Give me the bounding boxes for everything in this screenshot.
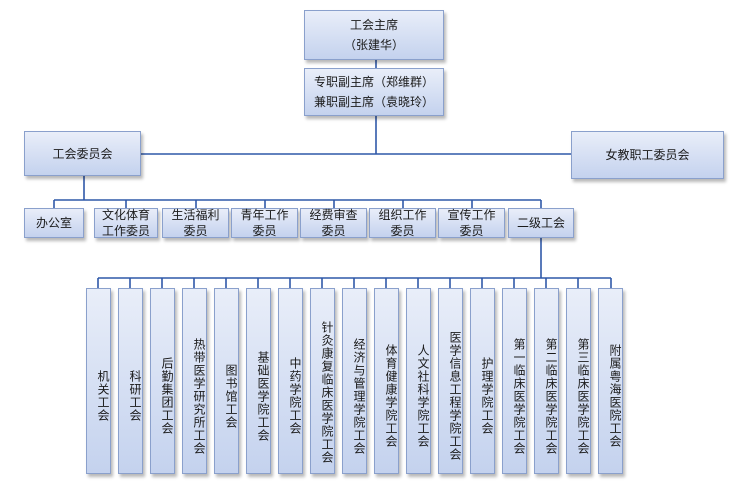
dept-culture-sports: 文化体育 工作委员: [94, 208, 158, 238]
union-label: 基础医学院工会: [256, 350, 270, 442]
dept-publicity: 宣传工作 委员: [438, 208, 505, 238]
committee-box: 工会委员会: [24, 131, 141, 176]
dept-youth: 青年工作 委员: [231, 208, 298, 238]
union-label: 体育健康学院工会: [384, 344, 398, 448]
union-label: 后勤集团工会: [160, 357, 174, 435]
union-box: 护理学院工会: [470, 288, 495, 474]
union-box: 基础医学院工会: [246, 288, 271, 474]
dept-label-sub: 委员: [321, 224, 346, 238]
women-committee-box: 女教职工委员会: [571, 131, 724, 179]
union-label: 第一临床医学院工会: [512, 337, 526, 455]
union-box: 中药学院工会: [278, 288, 303, 474]
committee-label: 工会委员会: [52, 146, 113, 161]
dept-label: 办公室: [35, 216, 72, 230]
union-label: 附属粤海医院工会: [608, 344, 622, 448]
union-box: 针灸康复临床医学院工会: [310, 288, 335, 474]
union-label: 中药学院工会: [288, 357, 302, 435]
union-label: 第三临床医学院工会: [576, 337, 590, 455]
dept-welfare: 生活福利 委员: [162, 208, 229, 238]
union-label: 经济与管理学院工会: [352, 337, 366, 455]
dept-organization: 组织工作 委员: [369, 208, 436, 238]
union-label: 针灸康复临床医学院工会: [320, 320, 334, 464]
dept-label: 文化体育: [101, 208, 150, 222]
dept-label-sub: 委员: [459, 224, 484, 238]
dept-label-sub: 工作委员: [101, 224, 150, 238]
union-label: 热带医学研究所工会: [192, 337, 206, 455]
vice-chairs-box: 专职副主席（郑维群） 兼职副主席（袁晓玲）: [304, 68, 444, 116]
union-box: 经济与管理学院工会: [342, 288, 367, 474]
dept-label: 组织工作: [378, 208, 427, 222]
union-label: 图书馆工会: [224, 363, 238, 429]
dept-audit: 经费审查 委员: [300, 208, 367, 238]
union-label: 第二临床医学院工会: [544, 337, 558, 455]
union-label: 人文社科学院工会: [416, 344, 430, 448]
dept-secondary-unions: 二级工会: [508, 208, 574, 238]
union-box: 附属粤海医院工会: [598, 288, 623, 474]
union-box: 人文社科学院工会: [406, 288, 431, 474]
chairman-title: 工会主席: [349, 18, 398, 32]
vice-chair-parttime: 兼职副主席（袁晓玲）: [313, 95, 434, 109]
union-box: 图书馆工会: [214, 288, 239, 474]
vice-chair-fulltime: 专职副主席（郑维群）: [313, 75, 434, 89]
union-box: 机关工会: [86, 288, 111, 474]
union-box: 第三临床医学院工会: [566, 288, 591, 474]
union-box: 第二临床医学院工会: [534, 288, 559, 474]
dept-label: 生活福利: [171, 208, 220, 222]
dept-label: 青年工作: [240, 208, 289, 222]
women-committee-label: 女教职工委员会: [605, 148, 690, 162]
dept-label-sub: 委员: [390, 224, 415, 238]
union-label: 医学信息工程学院工会: [448, 331, 462, 461]
chairman-box: 工会主席 （张建华）: [304, 10, 444, 60]
union-box: 医学信息工程学院工会: [438, 288, 463, 474]
union-box: 第一临床医学院工会: [502, 288, 527, 474]
union-label: 护理学院工会: [480, 357, 494, 435]
chairman-name: （张建华）: [343, 38, 404, 52]
dept-label-sub: 委员: [183, 224, 208, 238]
union-box: 科研工会: [118, 288, 143, 474]
union-box: 后勤集团工会: [150, 288, 175, 474]
dept-label-sub: 委员: [252, 224, 277, 238]
dept-label: 二级工会: [516, 216, 565, 230]
union-box: 体育健康学院工会: [374, 288, 399, 474]
union-box: 热带医学研究所工会: [182, 288, 207, 474]
union-label: 机关工会: [96, 370, 110, 422]
dept-label: 宣传工作: [447, 208, 496, 222]
dept-label: 经费审查: [309, 208, 358, 222]
union-label: 科研工会: [128, 370, 142, 422]
dept-office: 办公室: [24, 208, 84, 238]
